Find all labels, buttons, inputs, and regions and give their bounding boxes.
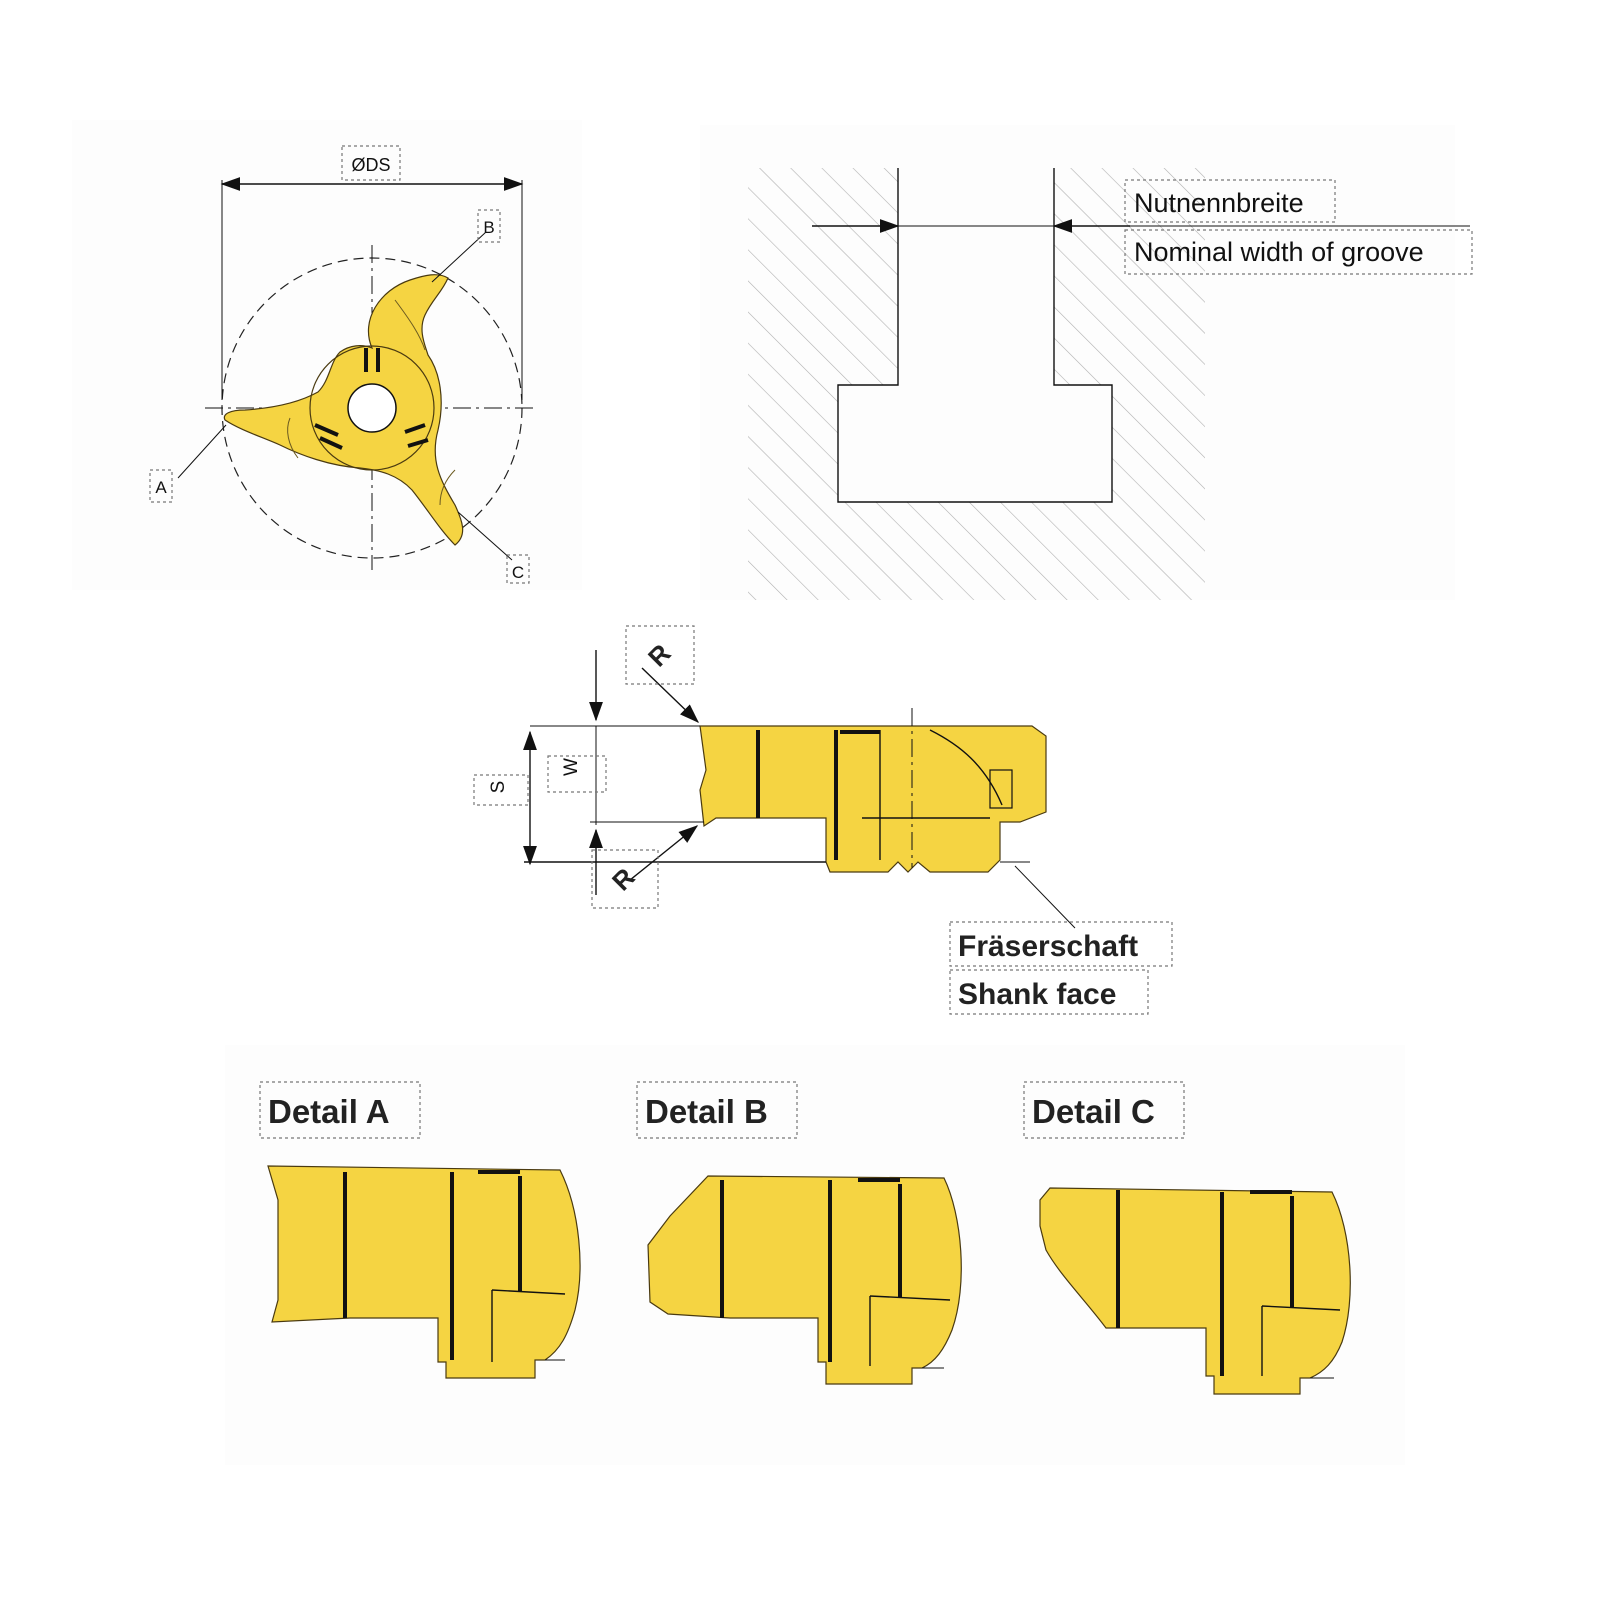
label-b-box bbox=[477, 209, 501, 243]
details-section: Detail A Detail B Detail C bbox=[225, 1045, 1405, 1465]
end-view-background bbox=[72, 120, 582, 590]
cutter-end-view: ØDS B A C bbox=[72, 120, 582, 590]
label-a-box bbox=[149, 469, 173, 503]
detail-a: Detail A bbox=[259, 1081, 581, 1379]
radius-leader-bottom bbox=[629, 825, 699, 881]
detail-b-label: Detail B bbox=[645, 1093, 768, 1130]
groove-label-de: Nutnennbreite bbox=[1134, 188, 1304, 218]
w-label-box bbox=[547, 755, 607, 793]
groove-mark-right bbox=[404, 423, 426, 434]
detail-b-step bbox=[869, 1295, 951, 1301]
detail-a-label-box bbox=[259, 1081, 421, 1139]
radius-leader-top bbox=[641, 667, 700, 723]
groove-label-de-box bbox=[1124, 179, 1336, 223]
s-label: S bbox=[488, 781, 509, 794]
radius-label-top-box bbox=[625, 625, 695, 685]
groove-mark-right-2 bbox=[407, 438, 429, 448]
insert-side-profile bbox=[699, 725, 1047, 873]
detail-b: Detail B bbox=[636, 1081, 962, 1385]
leader-b bbox=[431, 231, 487, 283]
shank-en-box bbox=[949, 969, 1149, 1015]
detail-b-label-box bbox=[636, 1081, 798, 1139]
label-c-box bbox=[506, 554, 530, 584]
detail-c-step bbox=[1261, 1305, 1341, 1311]
label-b: B bbox=[483, 218, 494, 237]
groove-mark-left-2 bbox=[319, 436, 343, 450]
detail-b-profile bbox=[647, 1175, 962, 1385]
shank-leader bbox=[1014, 865, 1076, 929]
shank-de-box bbox=[949, 921, 1173, 967]
leader-a bbox=[177, 424, 227, 479]
center-bore bbox=[347, 383, 397, 433]
diameter-label-box bbox=[341, 145, 401, 181]
side-curve bbox=[929, 729, 1003, 806]
detail-a-step bbox=[491, 1289, 566, 1295]
hatched-material bbox=[748, 168, 1205, 600]
shank-de-label: Fräserschaft bbox=[958, 930, 1138, 963]
s-label-box bbox=[473, 774, 529, 806]
cutter-side-view: W S R R Fräserschaft Shank face bbox=[473, 625, 1173, 1015]
detail-c-label: Detail C bbox=[1032, 1093, 1155, 1130]
detail-c-label-box bbox=[1023, 1081, 1185, 1139]
radius-label-bottom-box bbox=[591, 849, 659, 909]
label-c: C bbox=[512, 563, 524, 582]
groove-label-en: Nominal width of groove bbox=[1134, 237, 1424, 267]
three-tooth-insert bbox=[223, 274, 464, 546]
groove-label-en-box bbox=[1124, 229, 1473, 275]
t-slot-outline bbox=[837, 168, 1113, 503]
inner-ring bbox=[309, 345, 435, 471]
detail-c: Detail C bbox=[1023, 1081, 1351, 1395]
shank-en-label: Shank face bbox=[958, 978, 1116, 1011]
w-label: W bbox=[561, 758, 582, 776]
radius-label-bottom: R bbox=[606, 862, 641, 897]
groove-mark-left bbox=[314, 423, 339, 437]
groove-section-view: Nutnennbreite Nominal width of groove bbox=[700, 125, 1473, 600]
leader-c bbox=[457, 511, 513, 561]
label-a: A bbox=[155, 478, 167, 497]
diameter-label: ØDS bbox=[351, 155, 390, 175]
side-notch bbox=[989, 769, 1013, 809]
radius-label-top: R bbox=[642, 638, 677, 673]
detail-a-label: Detail A bbox=[268, 1093, 390, 1130]
